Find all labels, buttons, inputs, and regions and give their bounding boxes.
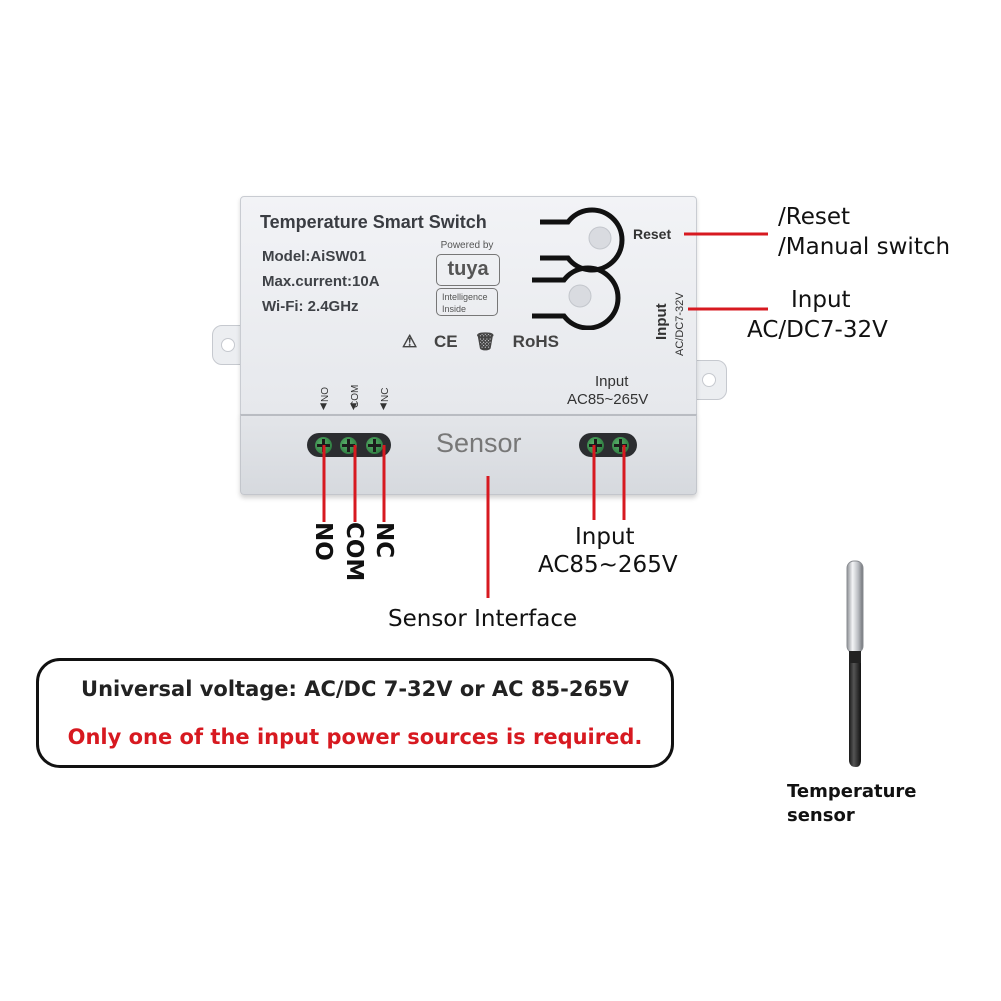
tuya-badge: Powered by tuya Intelligence Inside [432,240,502,324]
temperature-probe-graphic [846,560,864,767]
device-wifi: Wi-Fi: 2.4GHz [262,298,359,315]
buttons-graphic [532,207,625,330]
callout-input-dc-value: AC/DC7-32V [747,317,888,343]
tuya-intel-line1: Intelligence [442,292,488,302]
callout-reset: /Reset [778,204,850,230]
device-max-current: Max.current:10A [262,273,380,290]
relay-terminal-block [307,433,391,457]
manual-button-outline [532,265,621,330]
callout-com: COM [341,522,367,582]
tuya-powered-by: Powered by [440,240,494,251]
voltage-note-line2: Only one of the input power sources is r… [67,725,643,749]
probe-cable [849,663,861,767]
temperature-sensor-label: Temperature sensor [787,780,916,828]
callout-input-ac-value: AC85~265V [538,552,678,578]
tuya-intel-line2: Inside [442,304,467,314]
tuya-logo: tuya [436,254,500,286]
rohs-mark: RoHS [512,332,559,351]
callout-input-ac-word: Input [575,524,635,550]
voltage-note-box: Universal voltage: AC/DC 7-32V or AC 85-… [36,658,674,768]
tuya-intelligence-inside: Intelligence Inside [436,288,498,316]
callout-sensor-interface: Sensor Interface [388,606,578,632]
warning-icon: ⚠ [402,332,418,351]
ce-mark: CE [433,332,458,351]
temperature-sensor-label-line2: sensor [787,805,855,826]
sensor-port-label: Sensor [436,428,522,458]
callout-input-dc-word: Input [791,287,851,313]
probe-sleeve [849,651,861,663]
device-title: Temperature Smart Switch [260,212,487,232]
voltage-note-line1: Universal voltage: AC/DC 7-32V or AC 85-… [81,677,629,701]
probe-tip [846,560,864,654]
input-ac-printed-value: AC85~265V [567,391,649,408]
relay-nc-arrow-icon: ▼ [380,402,387,412]
temperature-sensor-label-line1: Temperature [787,781,917,802]
input-ac-printed-word: Input [595,373,629,390]
manual-switch-button[interactable] [568,284,592,308]
device-model: Model:AiSW01 [262,248,367,265]
callout-manual-switch: /Manual switch [778,234,951,260]
terminal-screw-com[interactable] [340,436,358,454]
certification-marks: ⚠ CE 🗑 RoHS [402,332,571,352]
callout-no: NO [310,522,336,561]
reset-button[interactable] [588,226,612,250]
weee-bin-icon: 🗑 [474,332,496,351]
relay-com-arrow-icon: ▼ [350,402,357,412]
reset-printed-label: Reset [633,226,672,242]
mounting-tab-right [693,360,727,400]
callout-nc: NC [371,522,397,559]
terminal-screw-nc[interactable] [365,436,383,454]
relay-no-arrow-icon: ▼ [320,402,327,412]
